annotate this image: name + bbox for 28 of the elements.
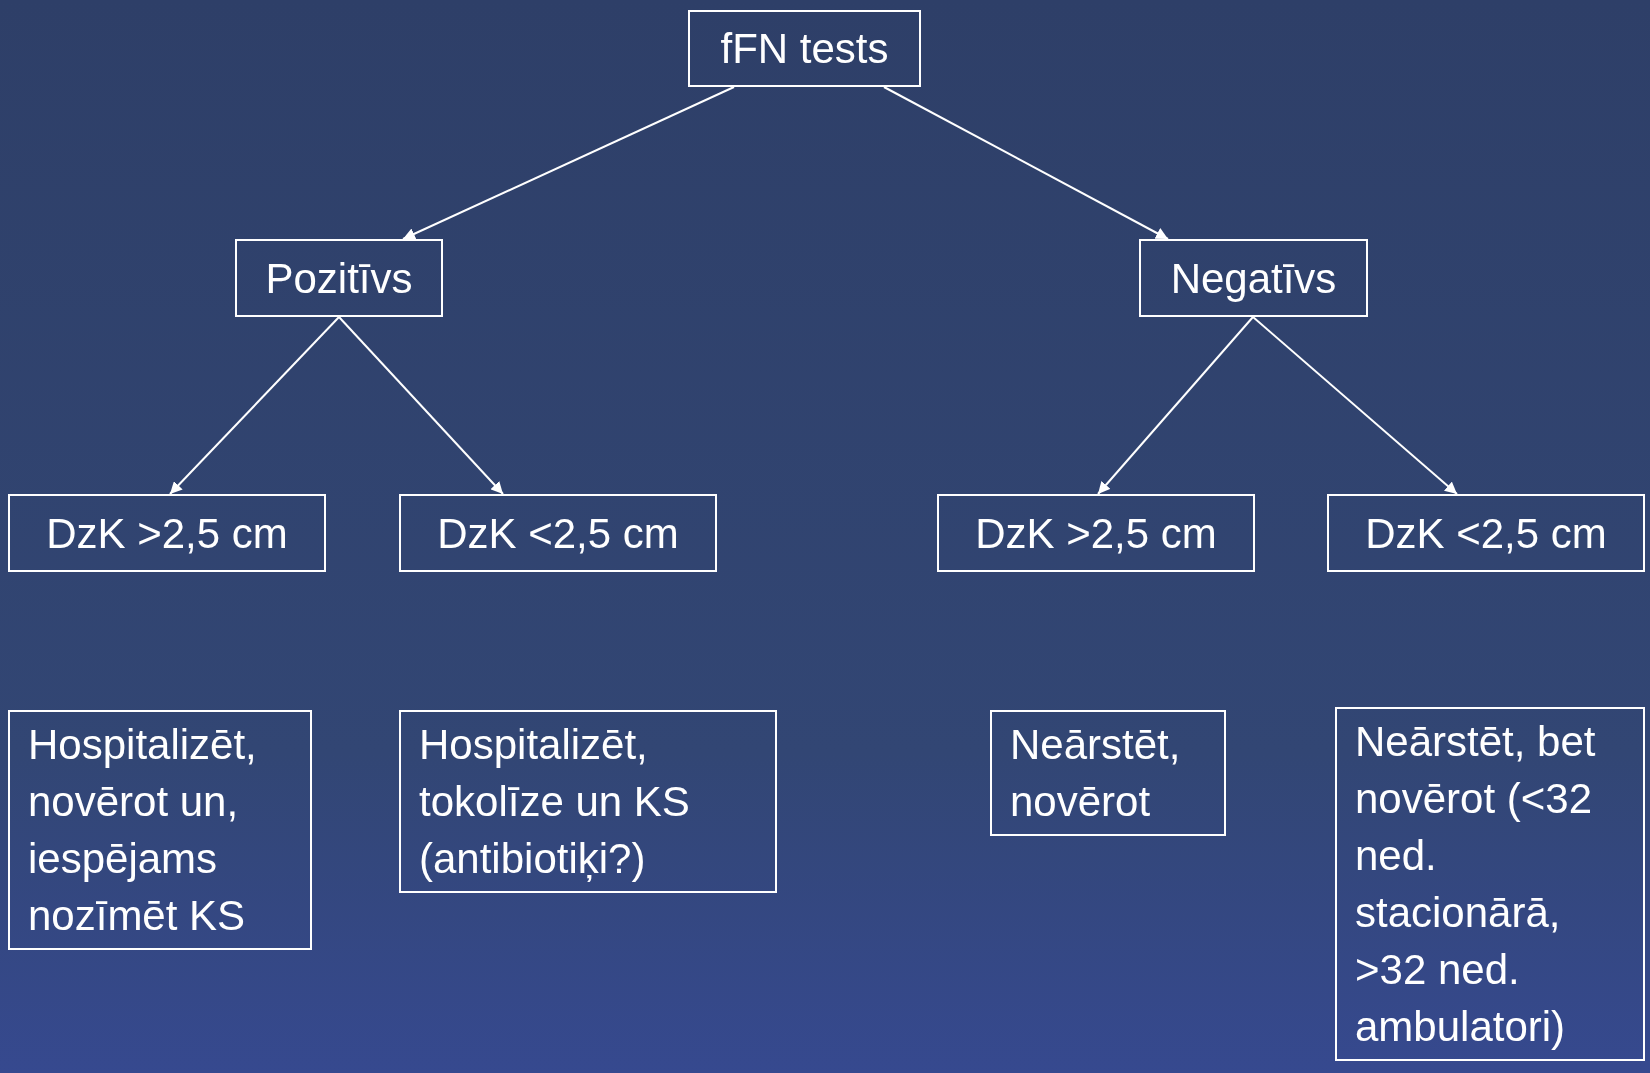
arrow [1252,316,1458,495]
arrow [1097,316,1254,495]
box-label: Negatīvs [1170,253,1337,304]
process-box [990,710,1226,836]
process-box [1327,494,1645,572]
box-label: fFN tests [720,24,889,74]
box-label: Hospitalizēt, novērot un, iespējams nozīmēt KS [28,721,257,939]
process-box [8,710,312,950]
process-box [399,494,717,572]
box-label: DzK <2,5 cm [437,508,679,559]
box-label: Neārstēt, novērot [1010,721,1181,825]
process-box [235,239,443,317]
arrow [169,316,340,495]
box-label: DzK <2,5 cm [1365,508,1607,559]
arrow [338,316,504,495]
process-box [937,494,1255,572]
process-box [399,710,777,893]
box-label: Pozitīvs [265,253,413,304]
box-label: Neārstēt, bet novērot (<32 ned. stacionārā, >32 ned. ambulatori) [1355,718,1596,1050]
box-label: Hospitalizēt, tokolīze un KS (antibiotiķi?) [419,721,690,882]
process-box [688,10,921,87]
process-box [1335,707,1645,1061]
box-label: DzK >2,5 cm [975,508,1217,559]
process-box [1139,239,1368,317]
arrow [402,86,735,240]
arrow [883,86,1169,240]
process-box [8,494,326,572]
box-label: DzK >2,5 cm [46,508,288,559]
